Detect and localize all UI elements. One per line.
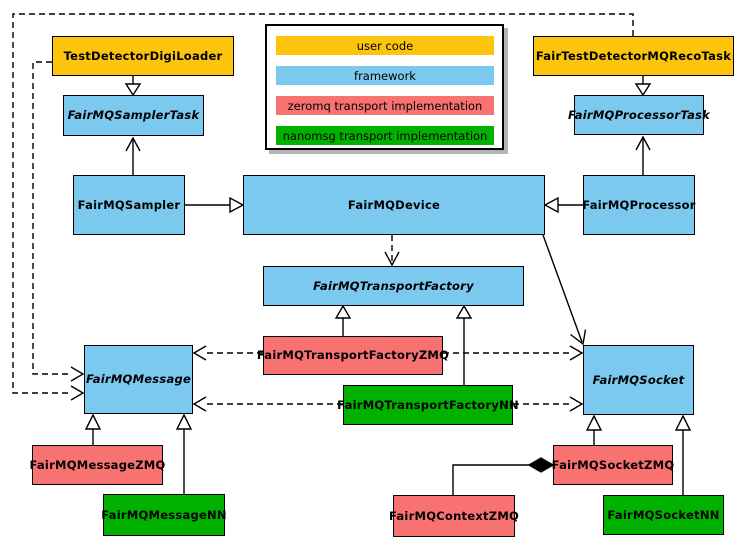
class-name: FairMQMessageZMQ (29, 457, 166, 472)
class-name: TestDetectorDigiLoader (63, 48, 223, 63)
class-box-fairmqsampler: FairMQSampler (73, 175, 185, 235)
class-box-fairmqtransportfactorynn: FairMQTransportFactoryNN (337, 385, 519, 425)
class-name: FairMQSampler (77, 197, 181, 212)
class-box-fairmqprocessor: FairMQProcessor (582, 175, 696, 235)
inheritance-recotask-processortask (634, 76, 652, 97)
inheritance-factoryzmq-factory (334, 304, 352, 336)
legend: user code framework zeromq transport imp… (265, 24, 504, 150)
legend-label: framework (354, 68, 416, 83)
class-name: FairMQTransportFactoryZMQ (256, 348, 450, 363)
class-box-testdetectordigiloader: TestDetectorDigiLoader (52, 36, 234, 76)
class-name: FairMQProcessor (582, 197, 696, 212)
dependency-recotask-message (12, 13, 634, 401)
class-box-fairmqmessagezmq: FairMQMessageZMQ (29, 445, 166, 485)
class-box-fairmqdevice: FairMQDevice (243, 175, 545, 235)
class-name: FairMQDevice (347, 197, 441, 212)
dependency-factoryzmq-socket (443, 345, 584, 361)
dependency-factoryzmq-message (192, 345, 263, 361)
legend-label: zeromq transport implementation (287, 98, 483, 113)
class-box-fairmqmessagenn: FairMQMessageNN (101, 494, 227, 536)
association-processor-processortask (635, 135, 651, 175)
class-box-fairtestdetectormqrecotask: FairTestDetectorMQRecoTask (533, 36, 734, 76)
class-name: FairMQSocketNN (607, 507, 720, 522)
legend-swatch-user-code: user code (276, 36, 494, 55)
legend-swatch-framework: framework (276, 66, 494, 85)
class-box-fairmqsocketzmq: FairMQSocketZMQ (551, 445, 675, 485)
class-box-fairmqtransportfactory: FairMQTransportFactory (263, 266, 524, 306)
class-box-fairmqprocessortask: FairMQProcessorTask (568, 95, 710, 135)
inheritance-messagenn-message (175, 413, 193, 494)
inheritance-socketzmq-socket (585, 414, 603, 445)
inheritance-factorynn-factory (455, 304, 473, 385)
association-device-socket (542, 234, 587, 346)
class-box-fairmqcontextzmq: FairMQContextZMQ (389, 495, 519, 537)
dependency-device-transportfactory (384, 235, 400, 267)
class-name: FairMQSamplerTask (67, 108, 200, 123)
class-name: FairMQContextZMQ (388, 508, 520, 523)
inheritance-digiloader-samplertask (124, 76, 142, 97)
inheritance-sampler-device (185, 196, 245, 214)
class-name: FairMQTransportFactoryNN (337, 397, 519, 412)
class-name: FairMQTransportFactory (313, 278, 474, 293)
inheritance-processor-device (543, 196, 583, 214)
class-box-fairmqmessage: FairMQMessage (84, 345, 193, 414)
legend-swatch-zeromq: zeromq transport implementation (276, 96, 494, 115)
legend-label: nanomsg transport implementation (282, 128, 488, 143)
class-name: FairTestDetectorMQRecoTask (535, 48, 732, 63)
inheritance-messagezmq-message (84, 413, 102, 445)
dependency-factorynn-message (192, 396, 343, 412)
class-box-fairmqtransportfactoryzmq: FairMQTransportFactoryZMQ (257, 336, 449, 375)
legend-swatch-nanomsg: nanomsg transport implementation (276, 126, 494, 145)
class-box-fairmqsocketnn: FairMQSocketNN (603, 495, 724, 535)
association-sampler-samplertask (125, 136, 141, 175)
class-name: FairMQSocket (592, 372, 685, 387)
class-name: FairMQMessageNN (101, 507, 227, 522)
inheritance-socketnn-socket (674, 414, 692, 495)
dependency-digiloader-message (32, 61, 85, 382)
class-box-fairmqsocket: FairMQSocket (583, 345, 694, 415)
dependency-factorynn-socket (513, 396, 584, 412)
class-box-fairmqsamplertask: FairMQSamplerTask (63, 95, 204, 136)
class-name: FairMQMessage (85, 372, 192, 387)
legend-label: user code (356, 38, 414, 53)
class-name: FairMQProcessorTask (567, 107, 711, 122)
composition-contextzmq-socketzmq (452, 457, 555, 495)
class-name: FairMQSocketZMQ (551, 457, 675, 472)
